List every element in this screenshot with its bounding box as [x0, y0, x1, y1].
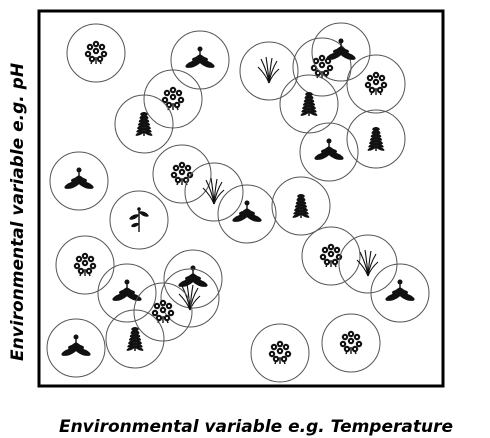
flower-cluster-icon [151, 299, 175, 324]
grass-icon [257, 56, 280, 84]
niche-circle [239, 41, 299, 101]
niche-circle [250, 323, 310, 383]
grass-icon [356, 249, 379, 277]
niche-circle [311, 22, 371, 82]
niche-circle [370, 263, 430, 323]
niche-circle [346, 109, 406, 169]
grass-icon [202, 177, 225, 205]
niche-circle [49, 151, 109, 211]
niche-circle [292, 37, 352, 97]
niche-circle [301, 226, 361, 286]
spike-icon [300, 92, 318, 116]
rosette-icon [178, 265, 208, 287]
plant-circles [46, 22, 430, 383]
flower-cluster-icon [84, 40, 108, 65]
rosette-icon [61, 334, 91, 356]
x-axis-label: Environmental variable e.g. Temperature [59, 417, 453, 437]
spike-icon [135, 112, 153, 136]
niche-circle [66, 23, 126, 83]
spike-icon [292, 194, 310, 218]
niche-circle [163, 249, 223, 309]
rosette-icon [112, 279, 142, 301]
niche-circle [321, 313, 381, 373]
spike-icon [367, 127, 385, 151]
niche-circle [346, 54, 406, 114]
niche-circle [217, 184, 277, 244]
grass-icon [178, 283, 201, 311]
niche-circle [97, 263, 157, 323]
flower-cluster-icon [364, 71, 388, 96]
flower-cluster-icon [268, 340, 292, 365]
niche-circle [133, 282, 193, 342]
plot-frame [37, 9, 445, 388]
rosette-icon [385, 279, 415, 301]
niche-circle [114, 94, 174, 154]
rosette-icon [185, 46, 215, 68]
flower-cluster-icon [339, 330, 363, 355]
y-axis-label: Environmental variable e.g. pH [8, 63, 28, 361]
niche-circle [338, 234, 398, 294]
flower-cluster-icon [170, 161, 194, 186]
flower-cluster-icon [161, 86, 185, 111]
niche-circle [152, 144, 212, 204]
niche-circle [46, 318, 106, 378]
niche-circle [184, 162, 244, 222]
niche-circle [55, 235, 115, 295]
seedling-icon [129, 207, 149, 232]
spike-icon [126, 327, 144, 351]
rosette-icon [326, 38, 356, 60]
rosette-icon [232, 200, 262, 222]
niche-circle [109, 190, 169, 250]
niche-circle [279, 74, 339, 134]
rosette-icon [314, 138, 344, 160]
niche-circle [271, 176, 331, 236]
rosette-icon [64, 167, 94, 189]
niche-circle [160, 268, 220, 328]
niche-circle [299, 122, 359, 182]
niche-circle [105, 309, 165, 369]
flower-cluster-icon [73, 252, 97, 277]
